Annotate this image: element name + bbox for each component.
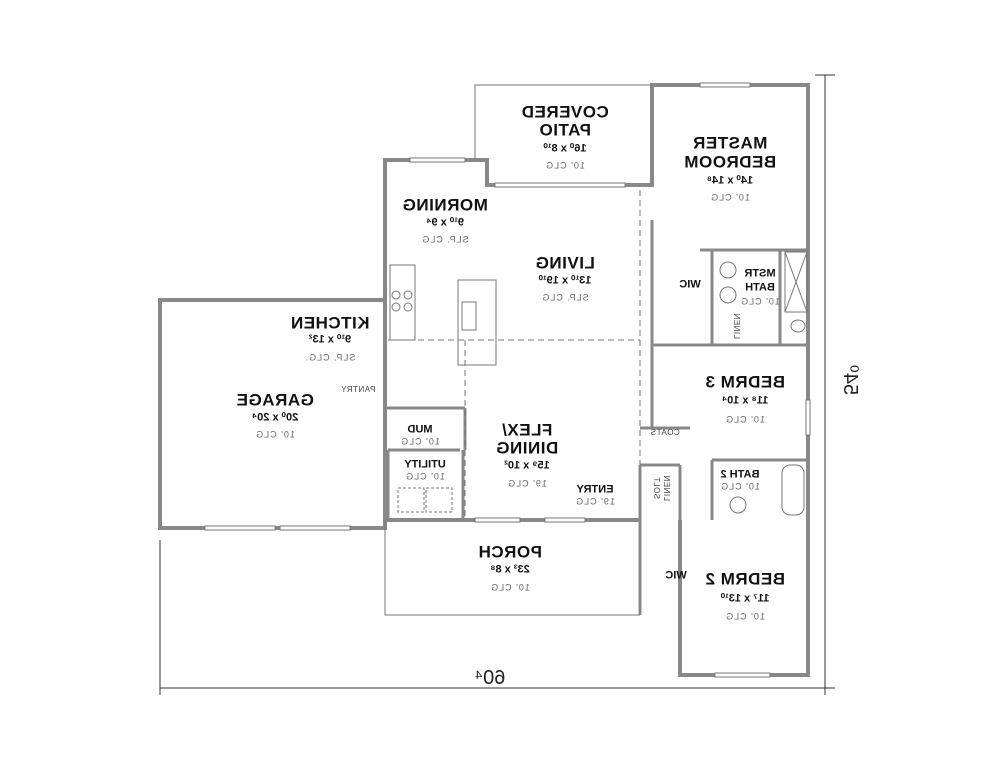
- master-bedroom-ceiling: 10' CLG: [710, 192, 750, 203]
- flex-dining-name-2: DINING: [495, 438, 559, 458]
- bedroom3-size: 11⁸ x 10⁴: [721, 394, 769, 407]
- morning-name: MORNING: [402, 195, 488, 215]
- bedroom2-wic-label: WIC: [665, 569, 687, 582]
- mud-ceiling: 10' CLG: [400, 436, 440, 447]
- porch-ceiling: 10' CLG: [490, 582, 530, 593]
- utility-ceiling: 10' CLG: [405, 471, 445, 482]
- mud-name: MUD: [407, 423, 433, 436]
- kitchen-ceiling: SLP. CLG.: [304, 352, 356, 363]
- covered-patio-size: 16⁰ x 8¹⁰: [543, 142, 587, 155]
- living-name: LIVING: [535, 253, 595, 273]
- bedroom2-name: BEDRM 2: [704, 569, 786, 589]
- master-bedroom-name-2: BEDROOM: [683, 152, 777, 172]
- master-bedroom-name: MASTER: [692, 133, 768, 153]
- pantry-label: PANTRY: [340, 385, 376, 394]
- coats-label: COATS: [650, 428, 680, 437]
- garage-name: GARAGE: [236, 390, 314, 410]
- thin-lines: [204, 82, 811, 678]
- bedroom3-name: BEDRM 3: [704, 372, 786, 392]
- kitchen-size: 9¹⁰ x 13²: [308, 333, 352, 346]
- entry-ceiling: 19' CLG: [575, 496, 615, 507]
- flex-dining-ceiling: 19' CLG: [507, 478, 547, 489]
- bedroom3-ceiling: 10' CLG: [725, 414, 765, 425]
- utility-name: UTILITY: [404, 458, 446, 471]
- porch-size: 23³ x 8⁸: [490, 563, 530, 576]
- covered-patio-name: COVERED: [521, 102, 609, 122]
- bedroom2-ceiling: 10' CLG: [725, 611, 765, 622]
- master-linen-label: LINEN: [732, 312, 741, 340]
- master-bath-name: MSTR: [744, 267, 776, 280]
- hall-linen-label-2: SOLT: [652, 476, 661, 500]
- covered-patio-ceiling: 10' CLG: [545, 160, 585, 171]
- master-bath-name-2: BATH: [745, 281, 775, 294]
- interior-walls: [385, 220, 808, 520]
- covered-patio-name-2: PATIO: [539, 120, 591, 140]
- morning-size: 9¹⁰ x 9⁴: [426, 216, 464, 229]
- flex-dining-name: FLEX/: [501, 420, 553, 440]
- garage-size: 20⁰ x 20⁴: [251, 411, 299, 424]
- living-ceiling: SLP. CLG: [541, 292, 589, 303]
- dimension-lines: [159, 74, 835, 695]
- overall-width-label: 60⁴: [474, 667, 506, 689]
- overall-depth-label: 54⁰: [839, 364, 861, 396]
- porch-name: PORCH: [478, 542, 542, 562]
- master-bedroom-size: 14⁰ x 14⁸: [706, 174, 754, 187]
- flex-dining-size: 15⁹ x 10²: [504, 459, 550, 472]
- bedroom2-size: 11⁷ x 13¹⁰: [720, 592, 770, 605]
- master-wic-label: WIC: [679, 278, 701, 291]
- bath2-ceiling: 10' CLG: [720, 481, 760, 492]
- morning-ceiling: SLP. CLG: [421, 234, 469, 245]
- living-size: 13¹⁰ x 19¹⁰: [538, 274, 592, 287]
- garage-ceiling: 10' CLG: [255, 429, 295, 440]
- master-bath-ceiling: 10' CLG: [740, 296, 780, 307]
- bath2-name: BATH 2: [720, 468, 760, 481]
- hall-linen-label: LINEN: [662, 474, 671, 502]
- kitchen-name: KITCHEN: [290, 313, 370, 333]
- entry-name: ENTRY: [576, 483, 614, 496]
